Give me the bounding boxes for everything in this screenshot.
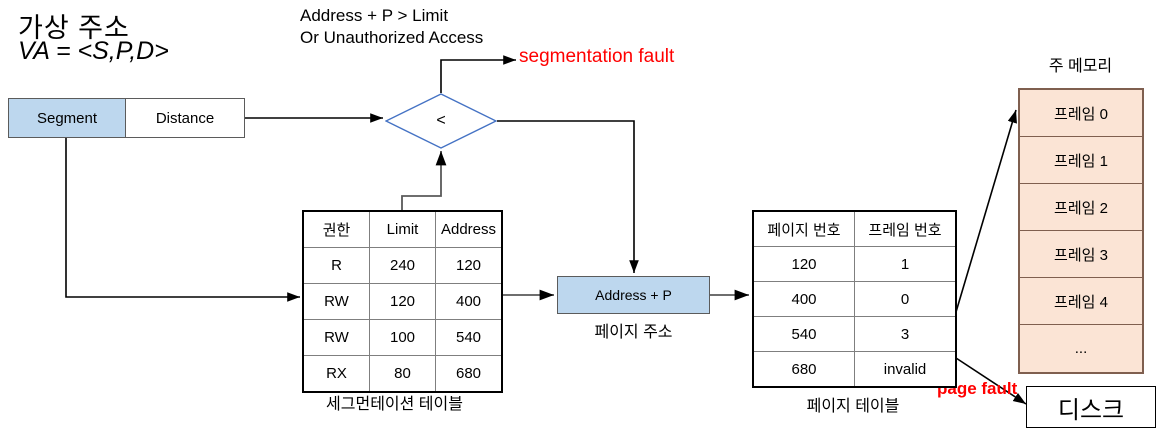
- table-row: RW 120 400: [302, 283, 503, 320]
- table-row: RX 80 680: [302, 355, 503, 393]
- segmentation-header-address: Address: [435, 210, 503, 248]
- fault-condition-text: Address + P > Limit Or Unauthorized Acce…: [300, 5, 483, 49]
- table-row: RW 100 540: [302, 319, 503, 356]
- page-table-header-row: 페이지 번호 프레임 번호: [752, 210, 957, 247]
- page-fault-label: page fault: [937, 379, 1018, 398]
- memory-frame-cell: 프레임 4: [1020, 278, 1142, 325]
- wire-comparator-to-segmentation-fault: [440, 55, 516, 93]
- fault-condition-line-2: Or Unauthorized Access: [300, 28, 484, 47]
- address-plus-p-box: Address + P: [557, 276, 710, 314]
- page-header-page-number: 페이지 번호: [752, 210, 855, 247]
- table-row: 400 0: [752, 281, 957, 317]
- fault-condition-line-1: Address + P > Limit: [300, 6, 449, 25]
- segmentation-cell-limit: 80: [369, 355, 436, 393]
- page-cell-page-number: 540: [752, 316, 855, 352]
- page-cell-page-number: 680: [752, 351, 855, 388]
- table-row: 120 1: [752, 246, 957, 282]
- segmentation-cell-permission: R: [302, 247, 370, 284]
- segmentation-cell-limit: 240: [369, 247, 436, 284]
- segmentation-cell-address: 680: [435, 355, 503, 393]
- segmentation-fault-label: segmentation fault: [519, 46, 675, 67]
- segmentation-cell-address: 400: [435, 283, 503, 320]
- segmentation-cell-permission: RW: [302, 319, 370, 356]
- distance-field: Distance: [126, 99, 244, 137]
- disk-box: 디스크: [1026, 386, 1156, 428]
- virtual-address-bar: Segment Distance: [8, 98, 245, 138]
- page-address-caption: 페이지 주소: [594, 324, 673, 341]
- segmentation-table: 권한 Limit Address R 240 120 RW 120 400 RW…: [302, 210, 503, 393]
- page-table: 페이지 번호 프레임 번호 120 1 400 0 540 3 680 inva…: [752, 210, 957, 388]
- wire-comparator-to-address-plus-p: [497, 120, 639, 273]
- memory-frame-cell: 프레임 0: [1020, 90, 1142, 137]
- page-cell-frame-number: invalid: [854, 351, 957, 388]
- page-cell-page-number: 400: [752, 281, 855, 317]
- page-title: 가상 주소: [18, 13, 130, 43]
- main-memory-column: 프레임 0 프레임 1 프레임 2 프레임 3 프레임 4 ...: [1018, 88, 1144, 374]
- page-cell-frame-number: 1: [854, 246, 957, 282]
- table-row: 540 3: [752, 316, 957, 352]
- comparator-node: <: [384, 93, 498, 149]
- page-table-caption: 페이지 테이블: [806, 398, 900, 415]
- segmentation-table-caption: 세그먼테이션 테이블: [326, 396, 463, 413]
- table-row: R 240 120: [302, 247, 503, 284]
- memory-frame-cell: 프레임 1: [1020, 137, 1142, 184]
- table-row: 680 invalid: [752, 351, 957, 388]
- segmentation-cell-address: 540: [435, 319, 503, 356]
- page-cell-frame-number: 3: [854, 316, 957, 352]
- segmentation-header-permission: 권한: [302, 210, 370, 248]
- main-memory-title: 주 메모리: [1048, 58, 1113, 75]
- page-cell-page-number: 120: [752, 246, 855, 282]
- wire-page-table-to-frame0: [955, 109, 1017, 313]
- page-header-frame-number: 프레임 번호: [854, 210, 957, 247]
- segmentation-cell-permission: RW: [302, 283, 370, 320]
- diamond-shape: [384, 93, 498, 149]
- segmentation-cell-permission: RX: [302, 355, 370, 393]
- segment-field: Segment: [9, 99, 126, 137]
- memory-frame-cell-ellipsis: ...: [1074, 340, 1088, 357]
- segmentation-cell-address: 120: [435, 247, 503, 284]
- memory-frame-cell: 프레임 3: [1020, 231, 1142, 278]
- memory-frame-cell: 프레임 2: [1020, 184, 1142, 231]
- wire-segment-to-segmentation-table: [65, 138, 300, 302]
- segmentation-table-header-row: 권한 Limit Address: [302, 210, 503, 248]
- segmentation-cell-limit: 120: [369, 283, 436, 320]
- page-cell-frame-number: 0: [854, 281, 957, 317]
- segmentation-cell-limit: 100: [369, 319, 436, 356]
- virtual-address-formula: VA = <S,P,D>: [18, 37, 169, 65]
- segmentation-header-limit: Limit: [369, 210, 436, 248]
